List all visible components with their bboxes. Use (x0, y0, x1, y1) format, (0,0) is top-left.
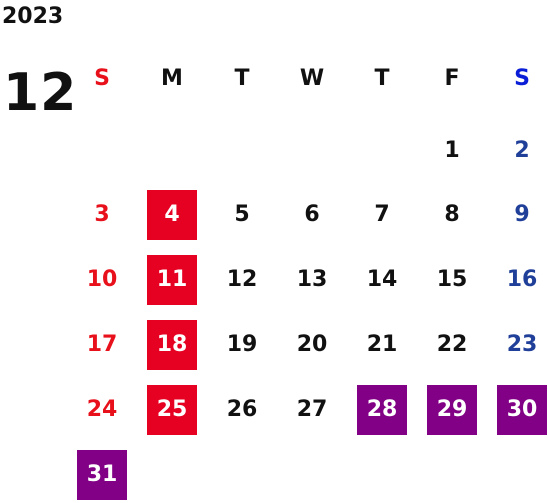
day-cell-24[interactable]: 24 (86, 397, 118, 422)
day-cell-19[interactable]: 19 (226, 332, 258, 357)
day-cell-28[interactable]: 28 (357, 385, 407, 435)
day-cell-18[interactable]: 18 (147, 320, 197, 370)
weekday-saturday: S (514, 66, 530, 91)
day-cell-10[interactable]: 10 (86, 267, 118, 292)
day-cell-26[interactable]: 26 (226, 397, 258, 422)
day-cell-7[interactable]: 7 (374, 202, 390, 227)
day-cell-8[interactable]: 8 (444, 202, 460, 227)
weekday-sunday: S (94, 66, 110, 91)
day-cell-20[interactable]: 20 (296, 332, 328, 357)
month-number: 12 (3, 63, 78, 123)
day-cell-9[interactable]: 9 (514, 202, 530, 227)
weekday-thursday: T (374, 66, 390, 91)
day-cell-30[interactable]: 30 (497, 385, 547, 435)
day-cell-25[interactable]: 25 (147, 385, 197, 435)
day-cell-2[interactable]: 2 (514, 138, 530, 163)
day-cell-21[interactable]: 21 (366, 332, 398, 357)
day-cell-17[interactable]: 17 (86, 332, 118, 357)
day-cell-1[interactable]: 1 (444, 138, 460, 163)
day-cell-31[interactable]: 31 (77, 450, 127, 500)
weekday-monday: M (161, 66, 183, 91)
day-cell-15[interactable]: 15 (436, 267, 468, 292)
day-cell-3[interactable]: 3 (94, 202, 110, 227)
day-cell-12[interactable]: 12 (226, 267, 258, 292)
day-cell-14[interactable]: 14 (366, 267, 398, 292)
weekday-wednesday: W (299, 66, 325, 91)
day-cell-23[interactable]: 23 (506, 332, 538, 357)
day-cell-6[interactable]: 6 (304, 202, 320, 227)
day-cell-16[interactable]: 16 (506, 267, 538, 292)
weekday-friday: F (444, 66, 460, 91)
year-label: 2023 (2, 4, 64, 29)
day-cell-22[interactable]: 22 (436, 332, 468, 357)
weekday-tuesday: T (234, 66, 250, 91)
day-cell-11[interactable]: 11 (147, 255, 197, 305)
day-cell-5[interactable]: 5 (234, 202, 250, 227)
day-cell-27[interactable]: 27 (296, 397, 328, 422)
day-cell-13[interactable]: 13 (296, 267, 328, 292)
day-cell-4[interactable]: 4 (147, 190, 197, 240)
day-cell-29[interactable]: 29 (427, 385, 477, 435)
